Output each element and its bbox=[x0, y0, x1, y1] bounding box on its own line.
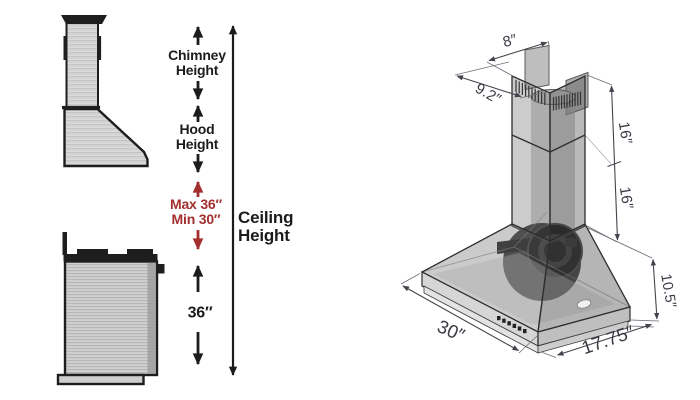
range-side-profile-drawing bbox=[56, 232, 165, 386]
dim-upper-chimney-height: 16″ bbox=[614, 120, 636, 146]
chimney-height-label: Chimney Height bbox=[168, 47, 226, 78]
hood-isometric-drawing bbox=[420, 44, 631, 354]
hood-to-range-label: 36″ bbox=[187, 304, 213, 322]
hood-side-profile-drawing bbox=[61, 15, 149, 168]
ceiling-height-label: Ceiling Height bbox=[238, 207, 294, 245]
mounting-range-label: Max 36″ Min 30″ bbox=[169, 196, 223, 227]
dim-lower-chimney-height: 16″ bbox=[615, 185, 637, 211]
dimension-lines bbox=[400, 40, 660, 358]
hood-height-label: Hood Height bbox=[175, 121, 219, 152]
